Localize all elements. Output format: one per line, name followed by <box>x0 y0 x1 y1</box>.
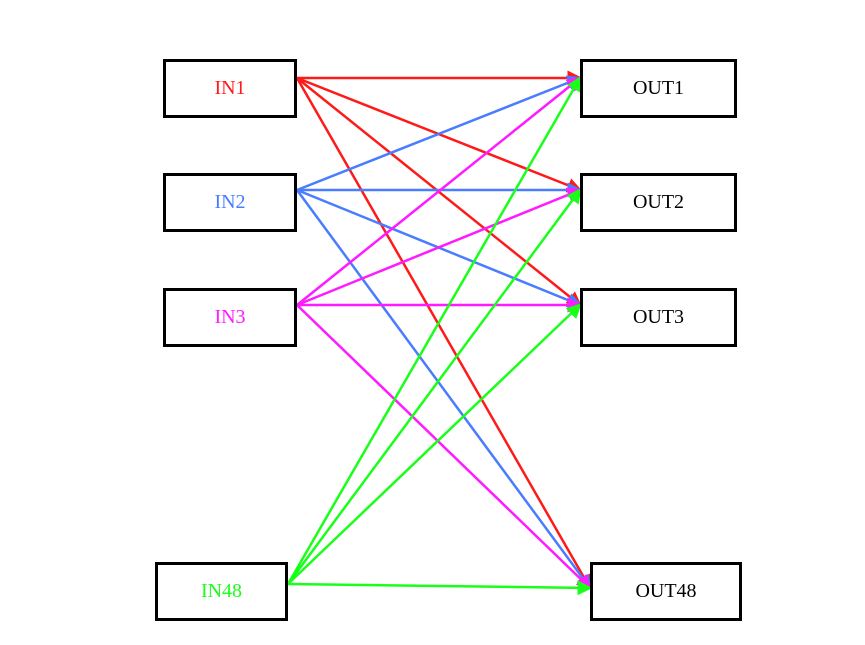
node-label: OUT2 <box>632 191 685 213</box>
node-label: IN1 <box>214 77 246 99</box>
edge-in1-to-out48 <box>295 77 592 591</box>
edge-in2-to-out1 <box>296 75 583 192</box>
output-node-out2: OUT2 <box>580 173 737 232</box>
edge-in3-to-out48 <box>296 304 592 590</box>
node-label: OUT48 <box>635 580 697 602</box>
edge-in48-to-out3 <box>287 303 582 585</box>
output-node-out48: OUT48 <box>590 562 742 621</box>
node-label: IN3 <box>214 306 246 328</box>
output-node-out3: OUT3 <box>580 288 737 347</box>
edge-in48-to-out1 <box>286 75 582 585</box>
output-node-out1: OUT1 <box>580 59 737 118</box>
node-label: IN48 <box>200 580 243 602</box>
edge-in48-to-out2 <box>286 187 582 585</box>
node-label: OUT3 <box>632 306 685 328</box>
edge-in2-to-out48 <box>295 189 592 591</box>
edge-in3-to-out2 <box>296 187 583 307</box>
node-label: OUT1 <box>632 77 685 99</box>
input-node-in1: IN1 <box>163 59 297 118</box>
input-node-in48: IN48 <box>155 562 288 621</box>
node-label: IN2 <box>214 191 246 213</box>
input-node-in3: IN3 <box>163 288 297 347</box>
edge-in48-to-out48 <box>287 580 593 596</box>
input-node-in2: IN2 <box>163 173 297 232</box>
edge-in3-to-out1 <box>296 76 582 306</box>
